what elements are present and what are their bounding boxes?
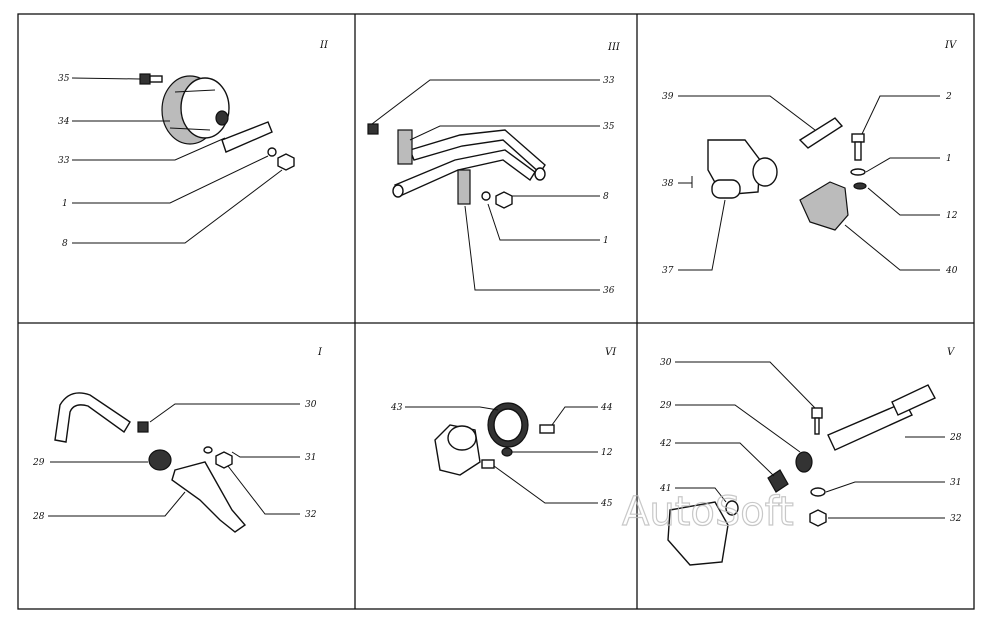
callout-28: 28 [32, 512, 45, 522]
callout-39: 39 [662, 92, 674, 102]
panel-iii-tubes [392, 129, 546, 198]
panel-i: I 30 29 31 28 32 [32, 347, 323, 533]
panel-v-gasket [725, 500, 739, 516]
panel-vi-bolt [481, 459, 495, 469]
callout-45: 45 [600, 499, 613, 509]
panel-ii: II 35 34 33 1 8 [58, 40, 329, 249]
panel-vi-screw [539, 424, 555, 434]
panel-iii-washer [481, 191, 491, 201]
panel-i-fitting [171, 461, 247, 533]
callout-12: 12 [946, 211, 958, 221]
callout-29-v: 29 [659, 401, 672, 411]
callout-41: 41 [659, 484, 671, 494]
panel-v-pipe-end [891, 384, 936, 416]
callout-34: 34 [58, 117, 70, 127]
callout-42: 42 [659, 439, 672, 449]
panel-ii-drum [161, 75, 230, 145]
panel-iv-pin [798, 117, 844, 149]
callout-2: 2 [945, 92, 952, 102]
panel-iv-clamp [799, 181, 849, 231]
callout-32-v: 32 [950, 514, 962, 524]
callout-1: 1 [62, 199, 68, 209]
panel-i-clamp-ring [148, 449, 172, 471]
callout-33: 33 [58, 156, 70, 166]
callout-37: 37 [662, 266, 674, 276]
panel-iv-bolt-shank [854, 141, 862, 161]
callout-43: 43 [390, 403, 403, 413]
panel-ii-roman: II [319, 40, 329, 51]
panel-iii-clip-upper [397, 129, 413, 165]
panel-iv-washer [850, 168, 866, 176]
callout-35-iii: 35 [603, 122, 615, 132]
panel-v-pipe [827, 401, 913, 451]
panel-iii-roman: III [607, 42, 621, 53]
watermark: AutoSoft [622, 489, 794, 535]
panel-i-hose [54, 392, 131, 443]
panel-iv-bolt-head [851, 133, 865, 143]
panel-iii: III 33 35 8 1 36 [367, 42, 621, 296]
panel-vi-hose-clamp-inner [493, 408, 523, 442]
panel-iii-nut [495, 191, 513, 209]
callout-36: 36 [603, 286, 615, 296]
panel-v-clamp [795, 451, 813, 473]
callout-30: 30 [305, 400, 317, 410]
panel-vi-tube-end [447, 425, 477, 451]
panel-iv-sleeve [711, 179, 741, 199]
callout-29: 29 [32, 458, 45, 468]
panel-vi-roman: VI [605, 347, 617, 358]
panel-ii-plate [221, 121, 273, 153]
panel-i-bolt [137, 421, 149, 433]
callout-32: 32 [305, 510, 317, 520]
callout-30-v: 30 [660, 358, 672, 368]
panel-iv: IV 39 2 1 38 12 37 40 [662, 40, 958, 276]
callout-35: 35 [58, 74, 70, 84]
callout-38: 38 [662, 179, 674, 189]
callout-28-v: 28 [949, 433, 962, 443]
panel-v-bolt-shank [814, 417, 820, 435]
panel-i-washer [203, 446, 213, 454]
panel-i-roman: I [317, 347, 323, 358]
callout-8-iii: 8 [603, 192, 609, 202]
callout-44: 44 [600, 403, 613, 413]
callout-31: 31 [305, 453, 316, 463]
panel-i-nut [215, 451, 233, 469]
panel-vi-washer [501, 447, 513, 457]
callout-1-iii: 1 [603, 236, 609, 246]
panel-iv-roman: IV [944, 40, 958, 51]
callout-33-iii: 33 [603, 76, 615, 86]
panel-ii-bolt [139, 73, 163, 85]
callout-40: 40 [945, 266, 958, 276]
panel-v-nut [809, 509, 827, 527]
callout-12-vi: 12 [601, 448, 613, 458]
panel-v-block [667, 501, 729, 566]
callout-1-iv: 1 [946, 154, 952, 164]
callout-8: 8 [62, 239, 68, 249]
panel-v-roman: V [947, 347, 956, 358]
panel-ii-nut [277, 153, 295, 171]
panel-iv-sleeve-end [752, 157, 778, 187]
panel-vi: VI 43 44 12 45 [390, 347, 617, 509]
panel-iii-clip-lower [457, 169, 471, 205]
panel-v-washer [810, 487, 826, 497]
panel-v-bolt-head [811, 407, 823, 419]
panel-ii-washer [267, 147, 277, 157]
callout-31-v: 31 [950, 478, 961, 488]
panel-v: V 30 29 28 42 41 31 32 [659, 347, 962, 566]
panel-iv-lockwasher [853, 182, 867, 190]
panel-grid [17, 13, 975, 610]
panel-iii-bolt [367, 123, 379, 135]
